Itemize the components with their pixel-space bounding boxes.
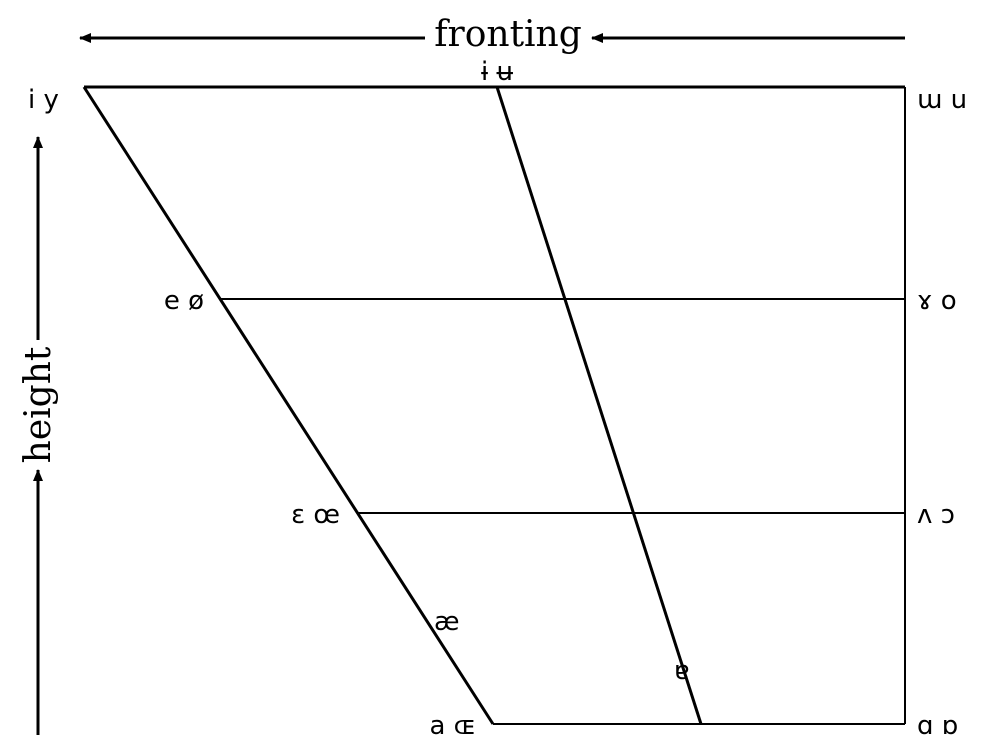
vowel-close-mid-front: e ø [164, 286, 204, 316]
vowel-close-back: ɯ u [917, 85, 967, 115]
fronting-axis-label: fronting [434, 14, 582, 55]
vowel-open-front: a ɶ [429, 711, 476, 741]
vowel-close-mid-back: ɤ o [917, 286, 957, 316]
vowel-close-central: ɨ ʉ [481, 57, 513, 87]
vowel-open-mid-back: ʌ ɔ [917, 500, 955, 530]
front-line [82, 86, 495, 725]
vowel-near-open-front: æ [434, 607, 460, 637]
vowel-open-mid-front: ɛ œ [291, 500, 340, 530]
vowel-open-back: ɑ ɒ [917, 711, 958, 741]
height-axis-label: height [18, 346, 59, 463]
vowel-near-open-central: ɐ [674, 656, 690, 686]
vowel-close-front: i y [28, 85, 59, 115]
central-line [495, 86, 703, 725]
